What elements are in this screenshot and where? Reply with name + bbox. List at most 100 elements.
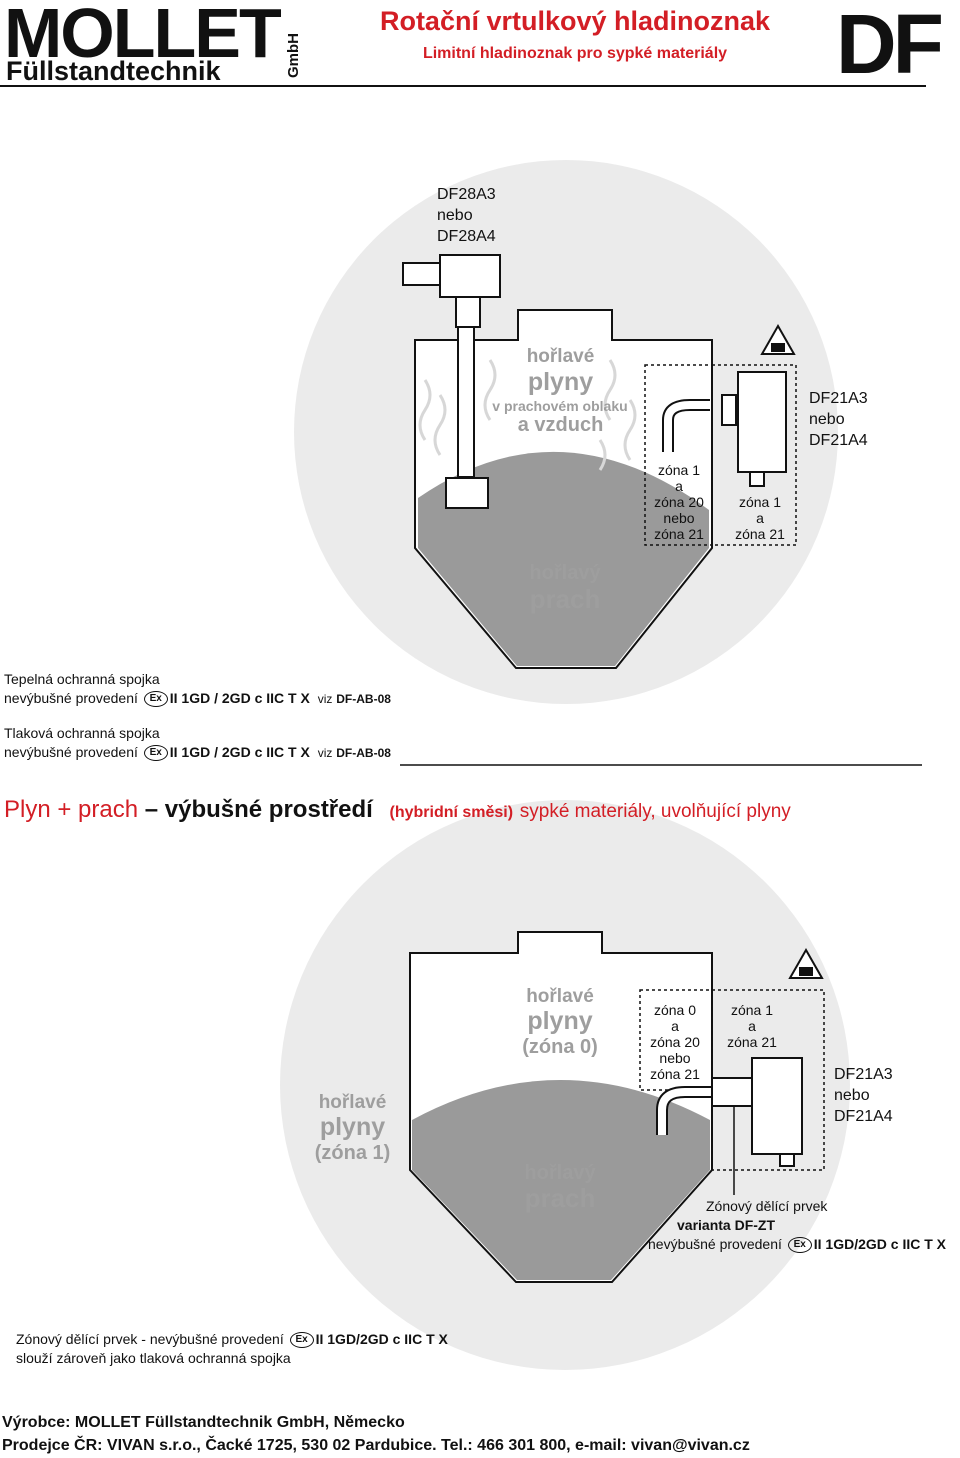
d2-zone-b-3: zóna 21	[727, 1034, 777, 1050]
d1-zone-right-3: zóna 21	[735, 526, 785, 542]
d2-divider-2: varianta DF-ZT	[677, 1217, 776, 1233]
footer-manufacturer: Výrobce: MOLLET Füllstandtechnik GmbH, N…	[2, 1414, 405, 1431]
diagram2-dust	[412, 1080, 710, 1280]
diagram2-ex-warning-icon	[788, 947, 824, 979]
d1-zone-right-2: a	[756, 510, 764, 526]
d2-divider-label: Zónový dělící prvek varianta DF-ZT nevýb…	[648, 1197, 958, 1254]
d1-zone-right: zóna 1 a zóna 21	[718, 494, 802, 542]
thermal-viz: viz	[317, 692, 333, 706]
d1-model-top-3: DF28A4	[437, 228, 496, 245]
page-title: Rotační vrtulkový hladinoznak	[379, 6, 771, 36]
d1-gas-1: hořlavé	[526, 346, 595, 367]
d2-zone-b-2: a	[748, 1018, 756, 1034]
heading-part2: výbušné prostředí	[164, 796, 373, 823]
footer-vendor: Prodejce ČR: VIVAN s.r.o., Čacké 1725, 5…	[2, 1437, 750, 1454]
d2-divider-3-prefix: nevýbušné provedení	[648, 1236, 782, 1252]
d1-model-top: DF28A3 nebo DF28A4	[437, 184, 496, 247]
d1-model-top-2: nebo	[437, 207, 473, 224]
d1-zone-left-1: zóna 1	[657, 462, 701, 478]
d2-gas-top-3: (zóna 0)	[522, 1036, 598, 1058]
thermal-prefix: nevýbušné provedení	[4, 690, 138, 706]
d2-gas-left-1: hořlavé	[318, 1092, 387, 1113]
diagram1-side-gland	[749, 471, 765, 487]
d1-zone-right-1: zóna 1	[738, 494, 782, 510]
zone-divider-note: Zónový dělící prvek - nevýbušné proveden…	[16, 1330, 448, 1368]
d1-zone-left-5: zóna 21	[654, 526, 704, 542]
d2-zone-a-4: nebo	[659, 1050, 691, 1066]
d2-gas-top-1: hořlavé	[526, 986, 594, 1007]
pressure-prefix: nevýbušné provedení	[4, 744, 138, 760]
d2-divider-3-spec: II 1GD/2GD c IIC T X	[813, 1236, 947, 1252]
d2-gas-left-2: plyny	[319, 1113, 386, 1141]
d1-dust-2: prach	[529, 584, 601, 614]
pressure-coupling-title: Tlaková ochranná spojka	[4, 725, 160, 741]
d2-zone-a-1: zóna 0	[653, 1002, 697, 1018]
zone-divider-line2: slouží zároveň jako tlaková ochranná spo…	[16, 1350, 291, 1366]
d1-model-side-3: DF21A4	[809, 432, 868, 449]
ex-icon: Ex	[143, 691, 168, 708]
d1-zone-left: zóna 1 a zóna 20 nebo zóna 21	[646, 462, 712, 542]
ex-icon: Ex	[289, 1332, 314, 1349]
pressure-viz: viz	[317, 746, 333, 760]
diagram1-top-device-flange	[455, 296, 481, 328]
thermal-ref: DF-AB-08	[336, 692, 391, 706]
heading-dash: –	[138, 796, 165, 823]
diagram1-side-flange	[721, 394, 737, 426]
logo-sub-text: Füllstandtechnik	[6, 56, 221, 86]
ex-icon: Ex	[787, 1237, 812, 1254]
pressure-ref: DF-AB-08	[336, 746, 391, 760]
page-subtitle: Limitní hladinoznak pro sypké materiály	[422, 45, 728, 62]
diagram1-side-pipe	[664, 401, 710, 452]
d1-zone-left-2: a	[675, 478, 683, 494]
d2-divider-1: Zónový dělící prvek	[706, 1198, 828, 1214]
d2-dust-2: prach	[524, 1183, 596, 1213]
d2-zone-a: zóna 0 a zóna 20 nebo zóna 21	[640, 1002, 710, 1082]
heading-part4: sypké materiály, uvolňující plyny	[519, 801, 791, 822]
diagram1-paddle	[445, 477, 489, 509]
thermal-coupling-title: Tepelná ochranná spojka	[4, 671, 160, 687]
thermal-spec: II 1GD / 2GD c IIC T X	[169, 690, 310, 706]
d2-model-side-1: DF21A3	[834, 1066, 893, 1083]
thermal-coupling-note: Tepelná ochranná spojka nevýbušné proved…	[4, 670, 391, 709]
pressure-coupling-note: Tlaková ochranná spojka nevýbušné proved…	[4, 724, 391, 763]
ex-icon: Ex	[143, 745, 168, 762]
logo-main-text: MOLLET	[4, 0, 282, 72]
d1-model-side: DF21A3 nebo DF21A4	[809, 388, 868, 451]
d1-model-side-1: DF21A3	[809, 390, 868, 407]
diagram2-side-pipe	[658, 1088, 712, 1135]
diagram1-top-device-cable-gland	[402, 262, 441, 286]
d2-model-side-3: DF21A4	[834, 1108, 893, 1125]
diagram1-top-device-housing	[439, 254, 501, 298]
d2-zone-a-5: zóna 21	[650, 1066, 700, 1082]
d2-model-side-2: nebo	[834, 1087, 870, 1104]
d2-zone-b: zóna 1 a zóna 21	[716, 1002, 788, 1050]
d1-zone-left-3: zóna 20	[654, 494, 704, 510]
diagram1-ex-warning-icon	[760, 323, 796, 355]
pressure-spec: II 1GD / 2GD c IIC T X	[169, 744, 310, 760]
diagram1-dust	[418, 451, 709, 666]
zone-divider-prefix: Zónový dělící prvek - nevýbušné proveden…	[16, 1331, 284, 1347]
zone-divider-spec: II 1GD/2GD c IIC T X	[315, 1331, 448, 1347]
diagram2-side-gland	[779, 1153, 795, 1167]
d2-zone-a-3: zóna 20	[650, 1034, 700, 1050]
d1-gas-4: a vzduch	[517, 414, 604, 436]
d1-dust-1: hořlavý	[529, 562, 601, 584]
diagram1-zone-boundary-right	[711, 364, 797, 546]
d2-gas-top-2: plyny	[527, 1007, 593, 1035]
d1-zone-left-4: nebo	[663, 510, 695, 526]
d1-gas-3: v prachovém oblaku	[492, 398, 628, 414]
heading-part1: Plyn + prach	[4, 796, 139, 823]
diagram2-zone-divider	[711, 1077, 753, 1107]
heading-part3: (hybridní směsi)	[389, 804, 514, 821]
diagram1-gas-waves	[418, 359, 637, 471]
d2-zone-b-1: zóna 1	[730, 1002, 774, 1018]
d1-model-side-2: nebo	[809, 411, 845, 428]
d2-model-side: DF21A3 nebo DF21A4	[834, 1064, 893, 1127]
d2-dust-1: hořlavý	[524, 1162, 596, 1184]
section-heading: Plyn + prach – výbušné prostředí (hybrid…	[4, 796, 791, 824]
diagram1-side-housing	[737, 371, 787, 473]
d1-model-top-1: DF28A3	[437, 186, 496, 203]
d2-zone-a-2: a	[671, 1018, 679, 1034]
product-mark: DF	[836, 0, 944, 91]
